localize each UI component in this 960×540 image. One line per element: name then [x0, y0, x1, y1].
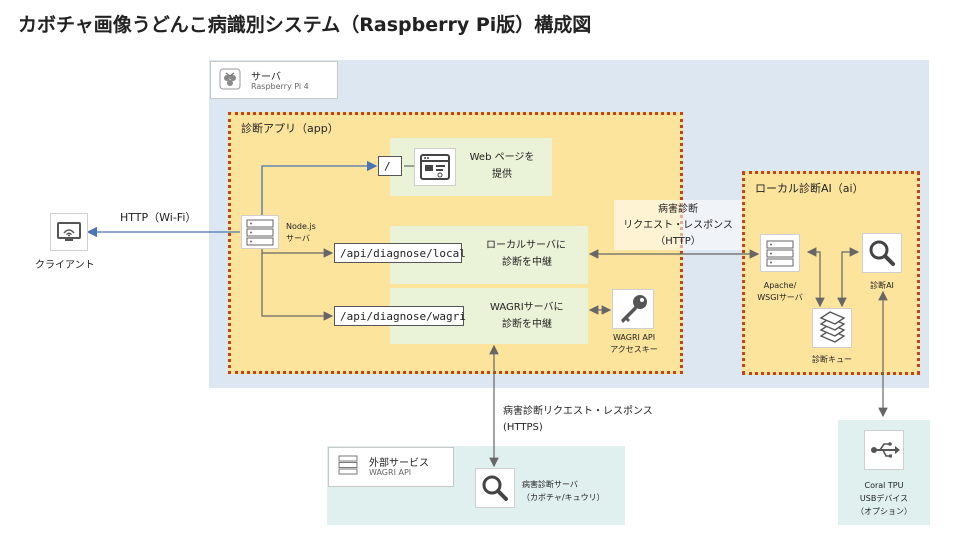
apache-icon-box: [760, 234, 800, 272]
coral-label-3: （オプション）: [856, 507, 912, 516]
apache-to-queue-line: [806, 247, 825, 308]
client-icon-box: [50, 213, 88, 251]
nodejs-label-1: Node.js: [286, 222, 316, 231]
node-to-wagri-line: [261, 253, 334, 321]
ai-to-queue-line: [837, 247, 860, 308]
node-to-root-line: [261, 160, 378, 216]
local-http-label-2: リクエスト・レスポンス: [623, 220, 733, 231]
route-wagri: /api/diagnose/wagri: [334, 306, 466, 326]
external-https-label-2: (HTTPS): [503, 422, 543, 433]
local-relay-text-2: 診断を中継: [502, 257, 552, 268]
coral-icon-box: [864, 430, 904, 470]
external-title: 外部サービス: [369, 458, 429, 469]
client-http-label: HTTP（Wi-Fi）: [120, 211, 197, 224]
key-icon-box: [612, 289, 654, 329]
coral-label-2: USBデバイス: [859, 494, 909, 503]
web-text-2: 提供: [492, 169, 512, 180]
ai-label: ローカル診断AI（ai）: [755, 182, 864, 195]
queue-icon-box: [812, 308, 852, 348]
server-icon: [766, 240, 794, 267]
wagri-relay-text-2: 診断を中継: [502, 319, 552, 330]
queue-stack-icon: [819, 311, 846, 343]
queue-label: 診断キュー: [812, 355, 852, 364]
web-icon-box: [414, 148, 456, 186]
server-icon: [338, 455, 358, 475]
page-title: カボチャ画像うどんこ病識別システム（Raspberry Pi版）構成図: [18, 14, 592, 36]
wifi-monitor-icon: [57, 222, 81, 241]
external-diag-icon-box: [475, 468, 515, 508]
search-icon: [869, 240, 895, 266]
external-diag-label-1: 病害診断サーバ: [522, 480, 578, 489]
nodejs-label-2: サーバ: [286, 234, 310, 243]
apache-label-1: Apache/: [763, 281, 797, 290]
local-http-label-bg: [614, 200, 742, 250]
server-icon: [246, 219, 274, 246]
key-label-1: WAGRI API: [612, 333, 656, 342]
apache-label-2: WSGIサーバ: [757, 293, 803, 302]
raspberry-pi-icon: [219, 68, 241, 90]
local-http-label-1: 病害診断: [658, 204, 698, 215]
key-label-2: アクセスキー: [610, 345, 658, 354]
wagri-relay-text-1: WAGRIサーバに: [490, 302, 564, 313]
server-title: サーバ: [251, 72, 281, 83]
web-page-icon: [420, 154, 450, 180]
external-subtitle: WAGRI API: [369, 468, 412, 477]
external-https-label-1: 病害診断リクエスト・レスポンス: [503, 406, 653, 417]
ai-box: [742, 171, 920, 375]
external-label-card: 外部サービス WAGRI API: [328, 447, 454, 487]
diag-ai-icon-box: [862, 233, 902, 273]
route-root: /: [378, 156, 402, 176]
nodejs-icon-box: [241, 215, 279, 249]
coral-label-1: Coral TPU: [864, 481, 904, 490]
local-relay-text-1: ローカルサーバに: [486, 240, 566, 251]
external-diag-label-2: （カボチャ/キュウリ）: [522, 493, 605, 502]
route-local: /api/diagnose/local: [334, 243, 466, 263]
search-icon: [482, 475, 508, 501]
diag-ai-label: 診断AI: [870, 281, 894, 290]
server-label-card: サーバ Raspberry Pi 4: [210, 61, 338, 99]
local-http-label-3: （HTTP）: [655, 236, 701, 247]
app-label: 診断アプリ（app）: [241, 122, 339, 135]
web-text-1: Web ページを: [469, 152, 535, 163]
usb-icon: [871, 442, 900, 458]
server-subtitle: Raspberry Pi 4: [251, 82, 309, 91]
key-icon: [621, 295, 647, 323]
client-label: クライアント: [35, 260, 95, 271]
